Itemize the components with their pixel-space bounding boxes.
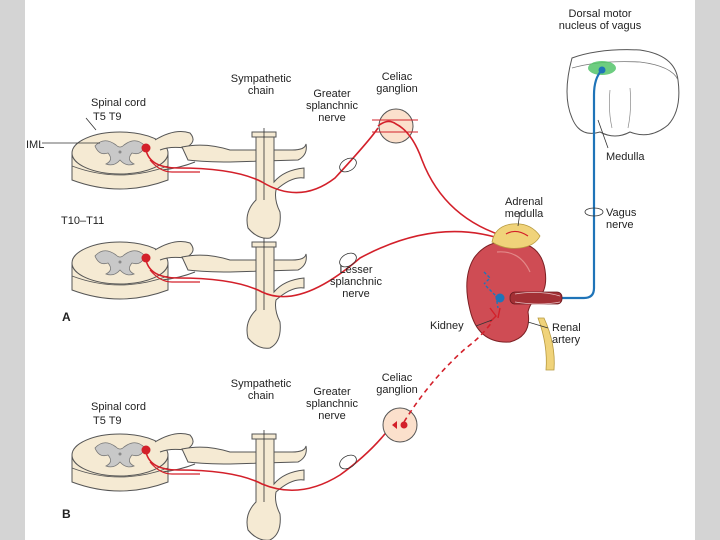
preganglionic-fiber-b — [145, 424, 393, 492]
medulla-label: Medulla — [606, 151, 645, 163]
spinal-cord-segment-b — [71, 433, 196, 492]
postganglionic-fiber-b-dashed — [403, 321, 493, 423]
iml-neuron-a-lower — [141, 253, 151, 263]
t10-t11-label: T10–T11 — [61, 215, 105, 227]
spinal-cord-segment-a-upper — [71, 131, 196, 190]
medulla — [566, 49, 680, 137]
kidney — [466, 241, 563, 371]
vagus-nerve-fiber — [508, 69, 603, 300]
sympathetic-chain-a-lower — [181, 237, 307, 349]
iml-label: IML — [26, 139, 45, 151]
spinal-cord-label-a: Spinal cord — [91, 97, 147, 109]
adrenal-medulla — [491, 223, 541, 249]
t5-t9-label-a: T5 T9 — [93, 111, 122, 123]
panel-b-label: B — [62, 507, 71, 521]
celiac-ganglion-label-b: Celiac ganglion — [376, 372, 418, 396]
preganglionic-fiber-a-lower — [145, 230, 511, 298]
iml-neuron-a-upper — [141, 143, 151, 153]
renal-artery-label: Renal artery — [552, 322, 581, 346]
celiac-ganglion-label-a: Celiac ganglion — [376, 71, 418, 95]
adrenal-medulla-label: Adrenal medulla — [504, 196, 544, 220]
sympathetic-chain-a-upper — [181, 127, 307, 239]
vagus-nerve-label: Vagus nerve — [606, 207, 637, 231]
sympathetic-chain-label-b: Sympathetic chain — [230, 378, 292, 402]
spinal-cord-label-b: Spinal cord — [91, 401, 147, 413]
celiac-ganglion-a — [378, 108, 414, 144]
panel-a-label: A — [62, 310, 71, 324]
greater-splanchnic-label-b: Greater splanchnic nerve — [306, 386, 358, 422]
celiac-ganglion-b — [382, 407, 418, 443]
sympathetic-chain-b — [181, 429, 307, 540]
t5-t9-label-b: T5 T9 — [93, 415, 122, 427]
dorsal-motor-nucleus-label: Dorsal motor nucleus of vagus — [558, 8, 642, 32]
spinal-cord-segment-a-lower — [71, 241, 196, 300]
sympathetic-chain-label-a: Sympathetic chain — [230, 73, 292, 97]
postganglionic-fiber-a — [377, 120, 511, 239]
iml-neuron-b — [141, 445, 151, 455]
kidney-label: Kidney — [430, 320, 464, 332]
lesser-splanchnic-label: Lesser splanchnic nerve — [330, 264, 382, 300]
nerve-bundle-marker — [339, 157, 357, 173]
preganglionic-fiber-a-upper — [145, 127, 379, 194]
greater-splanchnic-label-a: Greater splanchnic nerve — [306, 88, 358, 124]
